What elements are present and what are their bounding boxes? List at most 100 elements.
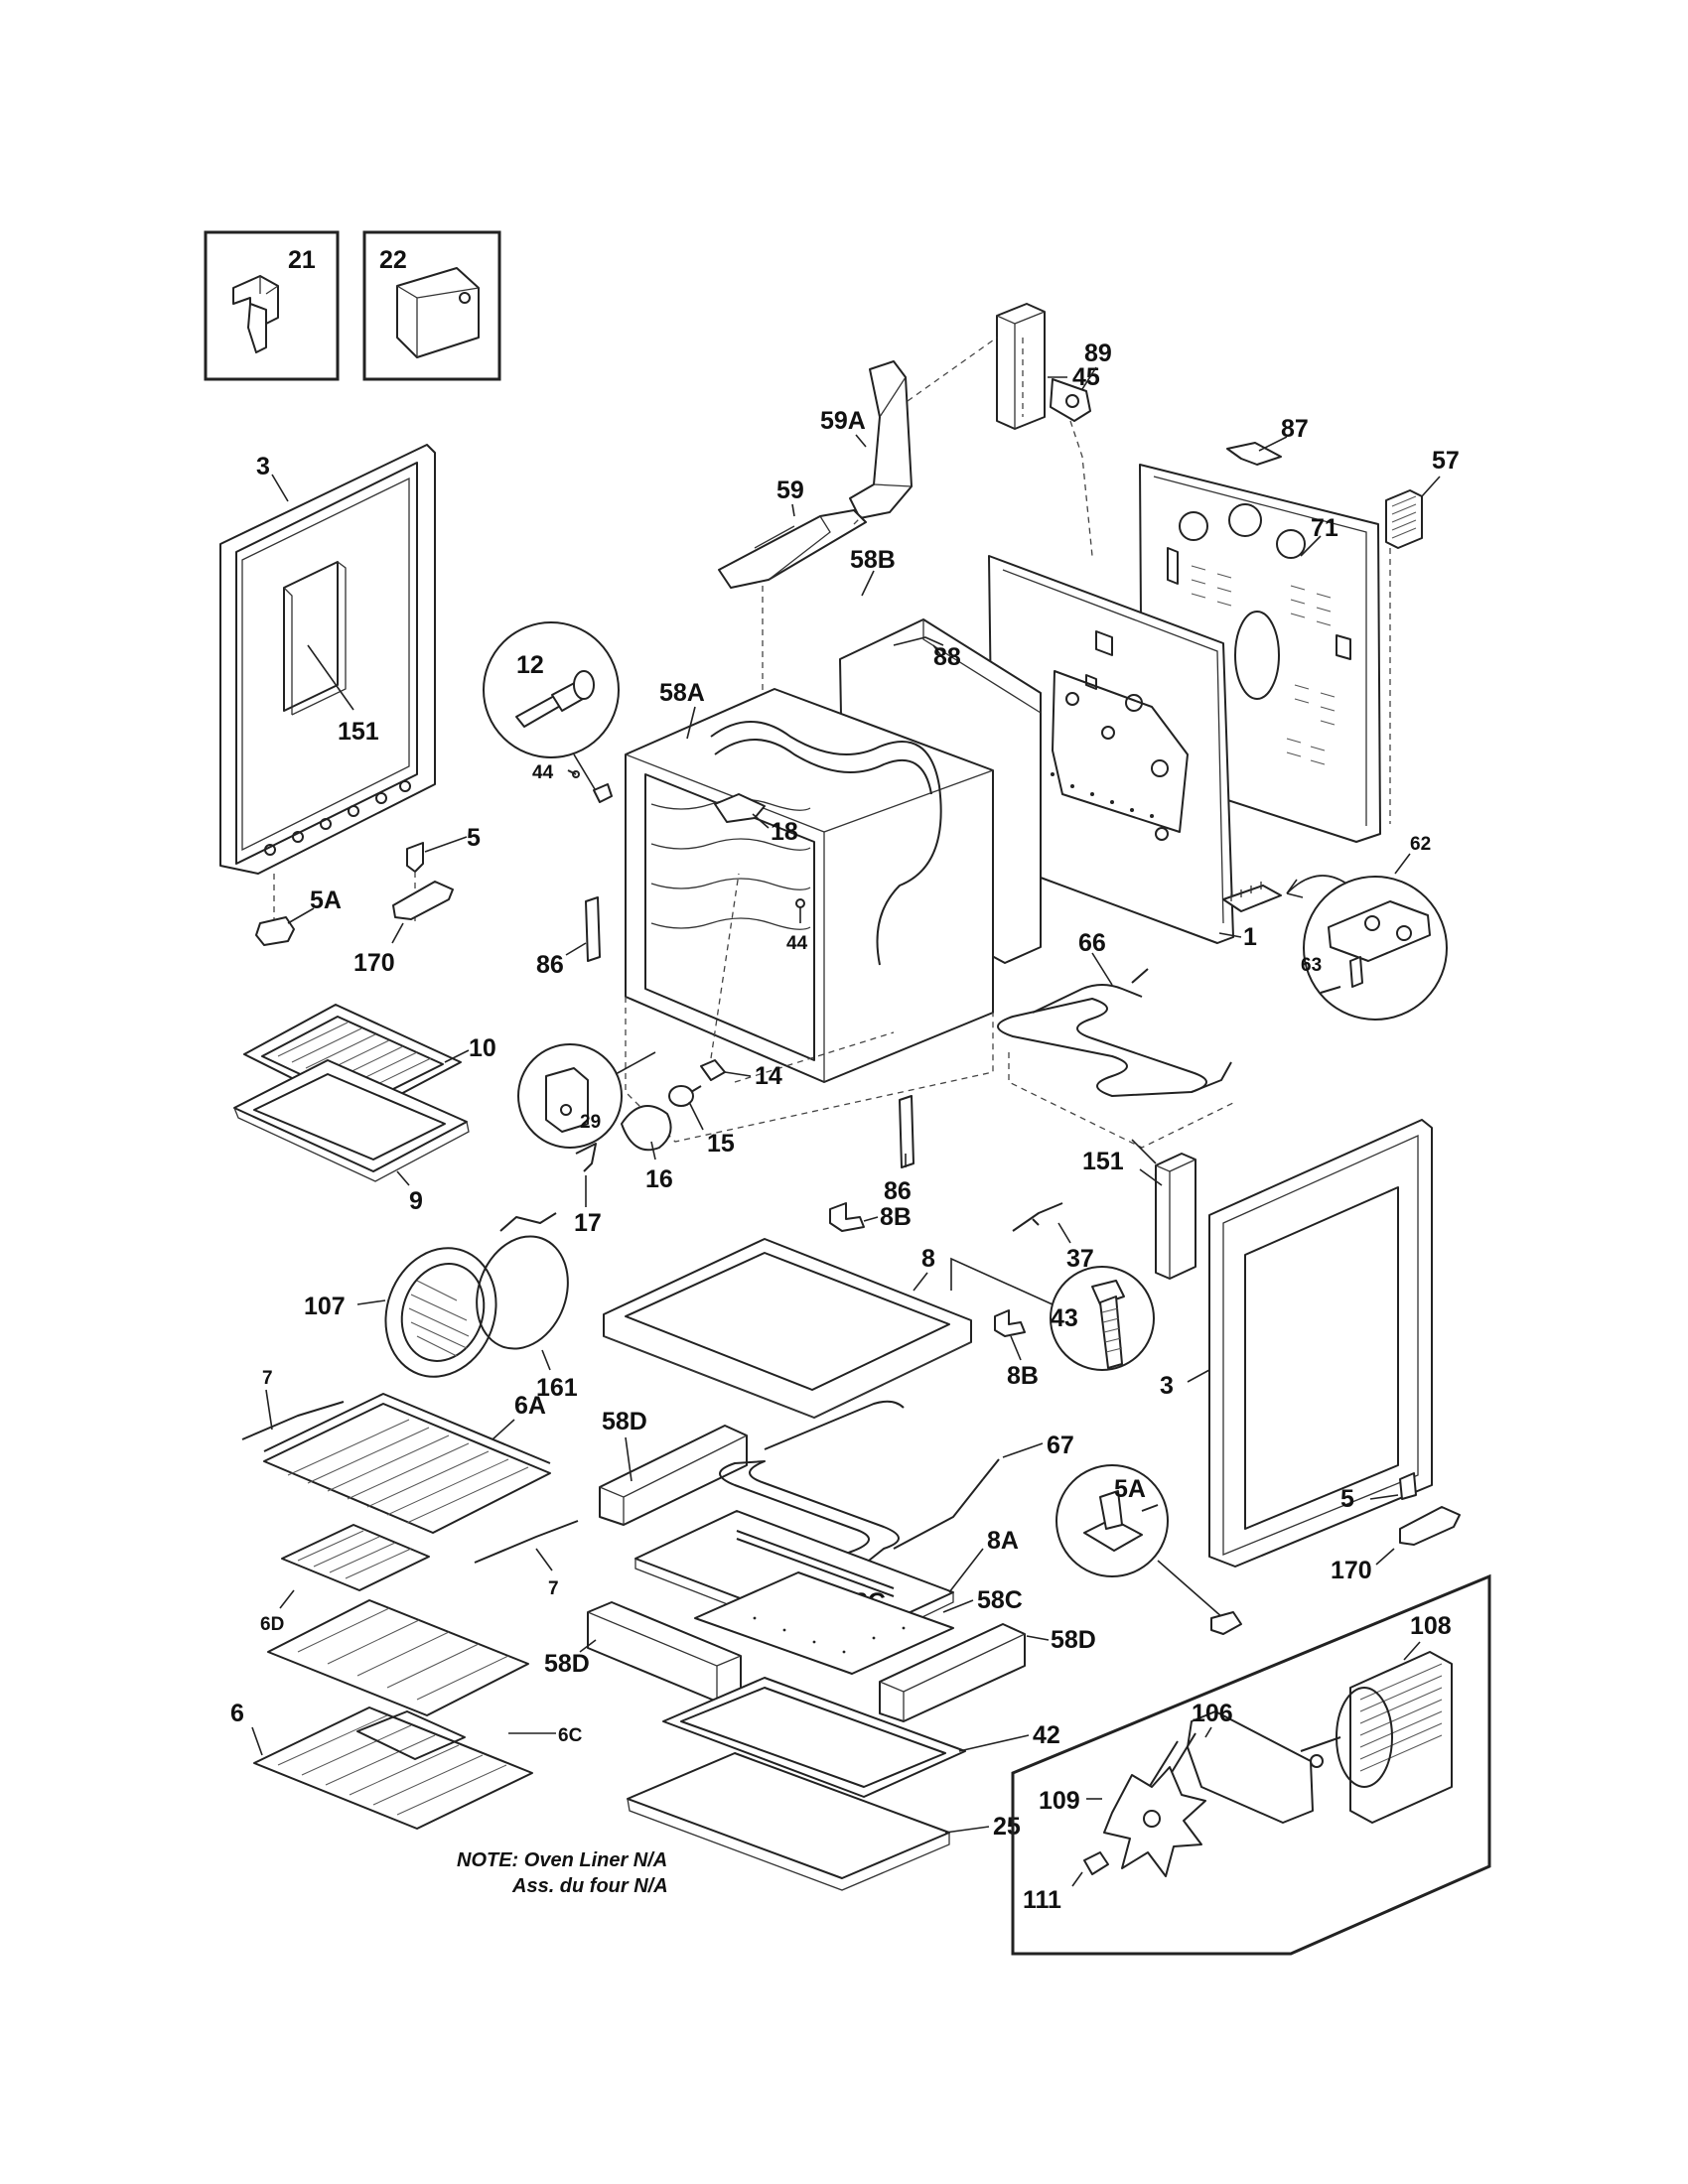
label-170-left: 170 — [353, 949, 395, 977]
panel-25: 25 — [627, 1752, 1021, 1891]
wire-37: 37 — [1012, 1202, 1094, 1273]
insulation-58C: 58C — [694, 1571, 1023, 1675]
label-5-right: 5 — [1340, 1485, 1354, 1513]
callout-part-29: 29 — [517, 1043, 656, 1149]
label-8B-a: 8B — [880, 1203, 912, 1231]
panel-42: 42 — [662, 1677, 1060, 1798]
lamp-socket-14: 14 — [700, 873, 782, 1090]
label-12: 12 — [516, 651, 544, 679]
label-5A-right: 5A — [1114, 1475, 1146, 1503]
label-44-a: 44 — [532, 762, 554, 783]
screw-44-a: 44 — [532, 762, 580, 783]
wire-clip-17: 17 — [574, 1143, 602, 1237]
vent-cover-57: 57 — [1385, 447, 1460, 824]
label-6: 6 — [230, 1700, 244, 1727]
label-86-b: 86 — [884, 1177, 912, 1205]
label-58D-c: 58D — [1051, 1626, 1096, 1654]
duct-part-59A: 59A — [820, 337, 998, 519]
left-leveling-leg: 5 5A 170 — [255, 824, 481, 977]
label-58D-a: 58D — [602, 1408, 647, 1435]
label-58D-b: 58D — [544, 1650, 590, 1678]
label-151-left: 151 — [338, 718, 379, 746]
label-42: 42 — [1033, 1721, 1060, 1749]
oven-cavity-58A: 58A — [625, 679, 994, 1143]
rack-rod-7-a: 7 — [241, 1368, 345, 1440]
note-line-1: NOTE: Oven Liner N/A — [457, 1849, 667, 1871]
convection-fan-inset: 108 106 109 111 — [1011, 1573, 1491, 1956]
label-8A: 8A — [987, 1527, 1019, 1555]
callout-leg-5A: 5A — [1055, 1464, 1242, 1635]
label-161: 161 — [536, 1374, 578, 1402]
label-87: 87 — [1281, 415, 1309, 443]
bracket-8B-b: 8B — [994, 1309, 1039, 1390]
label-66: 66 — [1078, 929, 1106, 957]
label-63: 63 — [1301, 955, 1322, 976]
rear-panel-1: 1 — [988, 555, 1257, 951]
label-7-b: 7 — [548, 1578, 559, 1599]
fan-cover-107: 107 — [304, 1247, 497, 1378]
inset-part-21: 21 — [204, 230, 340, 381]
label-43: 43 — [1051, 1304, 1078, 1332]
rack-6D: 6D — [260, 1524, 529, 1716]
label-109: 109 — [1039, 1787, 1080, 1815]
label-6D: 6D — [260, 1614, 284, 1635]
oven-bottom-8: 8 — [603, 1238, 972, 1419]
label-71: 71 — [1311, 514, 1338, 542]
label-151-right: 151 — [1082, 1148, 1124, 1175]
label-21: 21 — [288, 246, 316, 274]
label-44-b: 44 — [786, 933, 808, 954]
label-111: 111 — [1023, 1886, 1061, 1914]
label-86-a: 86 — [536, 951, 564, 979]
oven-rack-6A: 6A — [263, 1392, 551, 1534]
element-67: 67 — [719, 1400, 1074, 1573]
label-170-right: 170 — [1331, 1557, 1372, 1584]
label-5A-left: 5A — [310, 887, 342, 914]
bracket-8B-a: 8B — [829, 1202, 912, 1232]
callout-part-12: 12 — [483, 621, 620, 803]
bracket-89: 89 — [1050, 340, 1112, 557]
callout-screw-43: 43 — [950, 1257, 1155, 1371]
label-29: 29 — [580, 1112, 601, 1133]
label-62: 62 — [1410, 834, 1431, 855]
label-18: 18 — [771, 818, 798, 846]
inset-part-22: 22 — [362, 230, 501, 381]
label-8B-b: 8B — [1007, 1362, 1039, 1390]
label-57: 57 — [1432, 447, 1460, 475]
label-58B: 58B — [850, 546, 896, 574]
insulation-58D-a: 58D — [599, 1408, 748, 1526]
broil-pan-9: 9 — [233, 1059, 470, 1215]
label-7-a: 7 — [262, 1368, 273, 1389]
label-14: 14 — [755, 1062, 782, 1090]
label-25: 25 — [993, 1813, 1021, 1841]
label-8: 8 — [921, 1245, 935, 1273]
label-108: 108 — [1410, 1612, 1452, 1640]
bracket-18: 18 — [714, 793, 798, 846]
label-22: 22 — [379, 246, 407, 274]
left-side-panel: 3 151 — [219, 444, 436, 875]
terminal-block-62: 62 63 — [1222, 834, 1448, 1021]
right-side-panel: 3 — [1160, 1119, 1433, 1568]
insulation-58D-c: 58D — [879, 1623, 1096, 1722]
label-59: 59 — [776, 477, 804, 504]
label-15: 15 — [707, 1130, 735, 1158]
ring-161: 161 — [476, 1212, 578, 1402]
label-16: 16 — [645, 1165, 673, 1193]
label-106: 106 — [1192, 1700, 1233, 1727]
label-58A: 58A — [659, 679, 705, 707]
screw-44-b: 44 — [786, 898, 808, 954]
label-3-right: 3 — [1160, 1372, 1174, 1400]
label-59A: 59A — [820, 407, 866, 435]
right-leveling-leg: 5 170 — [1331, 1472, 1461, 1584]
note-line-2: Ass. du four N/A — [511, 1875, 668, 1897]
bracket-87: 87 — [1226, 415, 1309, 466]
label-5-left: 5 — [467, 824, 481, 852]
label-6A: 6A — [514, 1392, 546, 1420]
label-3-left: 3 — [256, 453, 270, 480]
bracket-86-b: 86 — [884, 1095, 914, 1205]
label-6C: 6C — [558, 1725, 583, 1746]
lamp-bulb-15: 15 — [668, 1085, 735, 1158]
label-58C: 58C — [977, 1586, 1023, 1614]
rack-rod-7-b: 7 — [474, 1520, 579, 1599]
bracket-151-right: 151 — [1082, 1148, 1196, 1280]
